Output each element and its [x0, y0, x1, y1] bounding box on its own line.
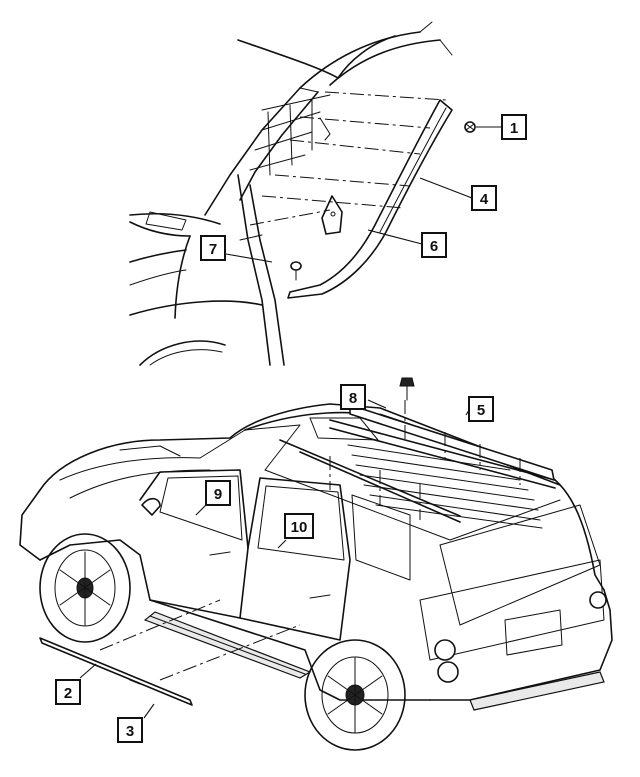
callout-7: 7	[200, 235, 226, 261]
svg-text:2: 2	[64, 685, 72, 702]
svg-text:3: 3	[126, 723, 134, 740]
svg-text:6: 6	[430, 238, 438, 255]
vehicle-view	[19, 377, 613, 751]
pillar-detail-view	[129, 21, 476, 366]
svg-text:9: 9	[214, 486, 222, 503]
callout-6: 6	[421, 232, 447, 258]
retainer-clip-icon	[464, 121, 476, 133]
callout-9: 9	[205, 480, 231, 506]
callout-4: 4	[471, 185, 497, 211]
svg-text:10: 10	[291, 519, 308, 536]
screw-fastener-icon	[399, 377, 415, 401]
svg-text:5: 5	[477, 402, 485, 419]
callout-2: 2	[55, 679, 81, 705]
callout-5: 5	[468, 396, 494, 422]
rear-wheel-icon	[304, 639, 406, 751]
svg-text:8: 8	[349, 390, 357, 407]
front-wheel-icon	[39, 533, 131, 643]
svg-text:4: 4	[480, 191, 489, 208]
callout-1: 1	[501, 114, 527, 140]
push-pin-icon	[290, 261, 302, 281]
callout-3: 3	[117, 717, 143, 743]
callout-8: 8	[340, 384, 366, 410]
svg-text:7: 7	[209, 241, 217, 258]
svg-text:1: 1	[510, 120, 518, 137]
callout-10: 10	[284, 513, 314, 539]
